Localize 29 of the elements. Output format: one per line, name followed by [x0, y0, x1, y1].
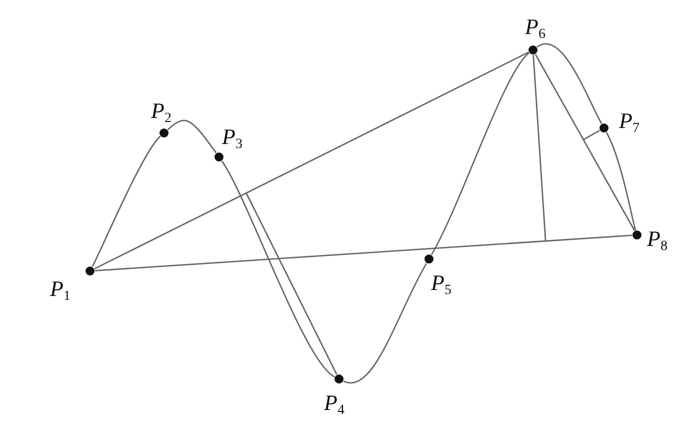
curve-segment	[92, 136, 161, 267]
point-label: P$_{7}$	[619, 110, 640, 136]
point-dot	[600, 124, 608, 132]
point-label: P$_{3}$	[222, 126, 242, 152]
point-dot	[528, 46, 538, 54]
point-dot	[424, 254, 434, 264]
point-dot	[214, 152, 224, 162]
point-dot	[160, 128, 168, 138]
curve-segment	[221, 160, 335, 378]
connecting-line	[94, 52, 529, 270]
point-label: P$_{6}$	[525, 16, 546, 42]
curve-segment	[536, 43, 602, 124]
perpendicular-line	[583, 130, 600, 140]
point-dot	[334, 374, 344, 384]
connecting-line	[94, 234, 632, 272]
point-label: P$_{2}$	[151, 100, 172, 126]
perpendicular-line	[246, 192, 338, 375]
curve-segment	[343, 262, 428, 384]
point-label: P$_{8}$	[647, 228, 668, 254]
curve-segment	[430, 52, 530, 256]
point-dot	[86, 266, 94, 276]
point-label: P$_{1}$	[50, 278, 70, 304]
point-dot	[632, 230, 642, 240]
point-label: P$_{5}$	[431, 272, 452, 298]
perpendicular-line	[532, 54, 546, 242]
connecting-line	[534, 54, 636, 231]
point-label: P$_{4}$	[324, 392, 344, 418]
curve-segment	[167, 120, 217, 154]
curve-segment	[606, 132, 636, 230]
